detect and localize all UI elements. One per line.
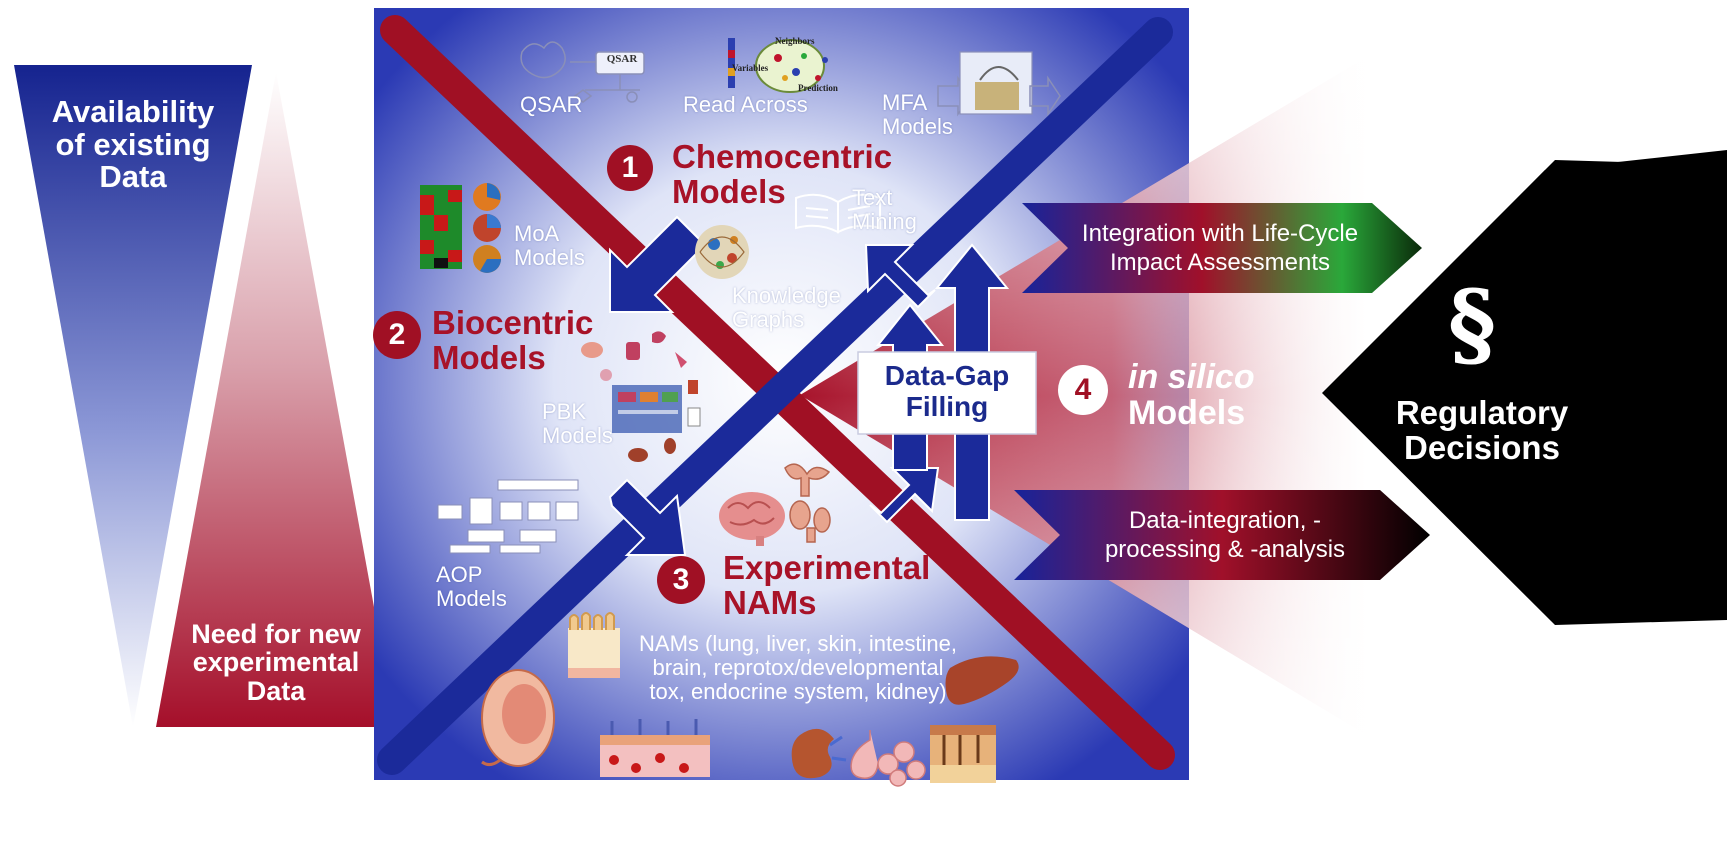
moa-label: MoA Models [514,221,585,271]
fetus-icon [481,669,555,767]
mfa-label: MFA Models [882,90,953,140]
prediction-text: Prediction [798,83,838,93]
regulatory-arrow [1322,160,1727,625]
text-mining-label: Text Mining [852,185,917,235]
aop-label: AOP Models [436,562,507,612]
liver-icon [945,656,1019,705]
pbk-organs-icon [581,331,701,462]
paragraph-icon: § [1448,270,1497,378]
blue-diagonal-bar [377,17,1173,775]
insilico-title: in silico Models [1128,358,1255,432]
number-badge-3: 3 [657,556,705,604]
qsar-label: QSAR [520,92,583,117]
arrow-to-text-mining [864,244,936,309]
lung-icon [850,730,926,787]
availability-triangle [14,65,252,727]
read-across-icon [728,38,828,93]
pbk-label: PBK Models [542,399,613,449]
data-gap-filling-label: Data-Gap Filling [884,360,1010,423]
need-triangle [156,72,396,727]
biocentric-title: Biocentric Models [432,304,594,376]
intestine-icon [568,612,620,678]
data-integration-banner [1014,490,1430,580]
qsar-diagram-icon [520,41,645,103]
number-badge-2: 2 [373,311,421,359]
availability-label: Availability of existing Data [51,94,215,195]
skin-icon [930,725,996,783]
knowledge-graph-icon [695,225,749,279]
data-integration-banner-label: Data-integration, - processing & -analys… [1104,507,1346,563]
book-icon [795,193,881,234]
number-badge-1: 1 [607,145,653,191]
chemocentric-title: Chemocentric Models [672,138,893,210]
variables-text: Variables [732,63,769,73]
arrow-chemo-to-bio [609,215,707,313]
experimental-title: Experimental NAMs [723,549,931,621]
regulatory-decisions-label: Regulatory Decisions [1395,394,1569,466]
moa-heatmap-icon [420,183,501,273]
number-badge-4: 4 [1058,365,1108,415]
arrow-bio-to-exp [608,478,687,556]
kidney-icon [791,728,847,779]
blood-vessel-icon [600,719,710,777]
lca-banner-label: Integration with Life-Cycle Impact Asses… [1081,220,1359,276]
knowledge-graphs-label: Knowledge Graphs [732,283,841,333]
nams-description: NAMs (lung, liver, skin, intestine, brai… [639,631,957,705]
need-label: Need for new experimental Data [191,619,361,706]
neighbors-text: Neighbors [775,36,815,46]
aop-diagram-icon [437,479,579,554]
data-gap-box [857,351,1037,435]
arrow-from-nams [869,467,940,524]
read-across-label: Read Across [683,92,808,117]
brain-icon [719,492,785,546]
mfa-diagram-icon [937,51,1061,117]
reproductive-organs-icon [784,463,831,543]
qsar-box-text: QSAR [606,53,638,65]
lca-banner [1022,203,1422,293]
